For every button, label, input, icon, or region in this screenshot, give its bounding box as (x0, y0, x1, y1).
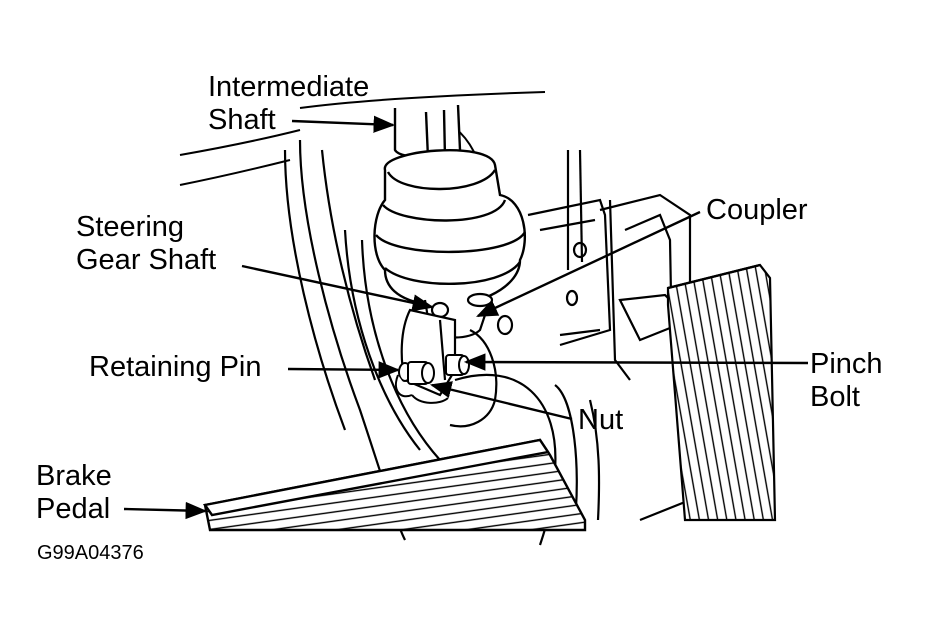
figure-code: G99A04376 (37, 542, 144, 564)
rubber-boot (373, 149, 527, 307)
label-pinch-bolt: Pinch Bolt (810, 348, 883, 413)
label-brake-pedal: Brake Pedal (36, 460, 112, 525)
accelerator-pedal (666, 263, 777, 522)
brake-pedal-pad (202, 438, 587, 532)
label-steering-gear-shaft: Steering Gear Shaft (76, 211, 217, 276)
leader-lines (123, 115, 809, 520)
label-nut: Nut (578, 404, 624, 436)
label-intermediate-shaft: Intermediate Shaft (208, 71, 370, 136)
label-retaining-pin: Retaining Pin (89, 351, 262, 383)
label-coupler: Coupler (706, 194, 808, 226)
